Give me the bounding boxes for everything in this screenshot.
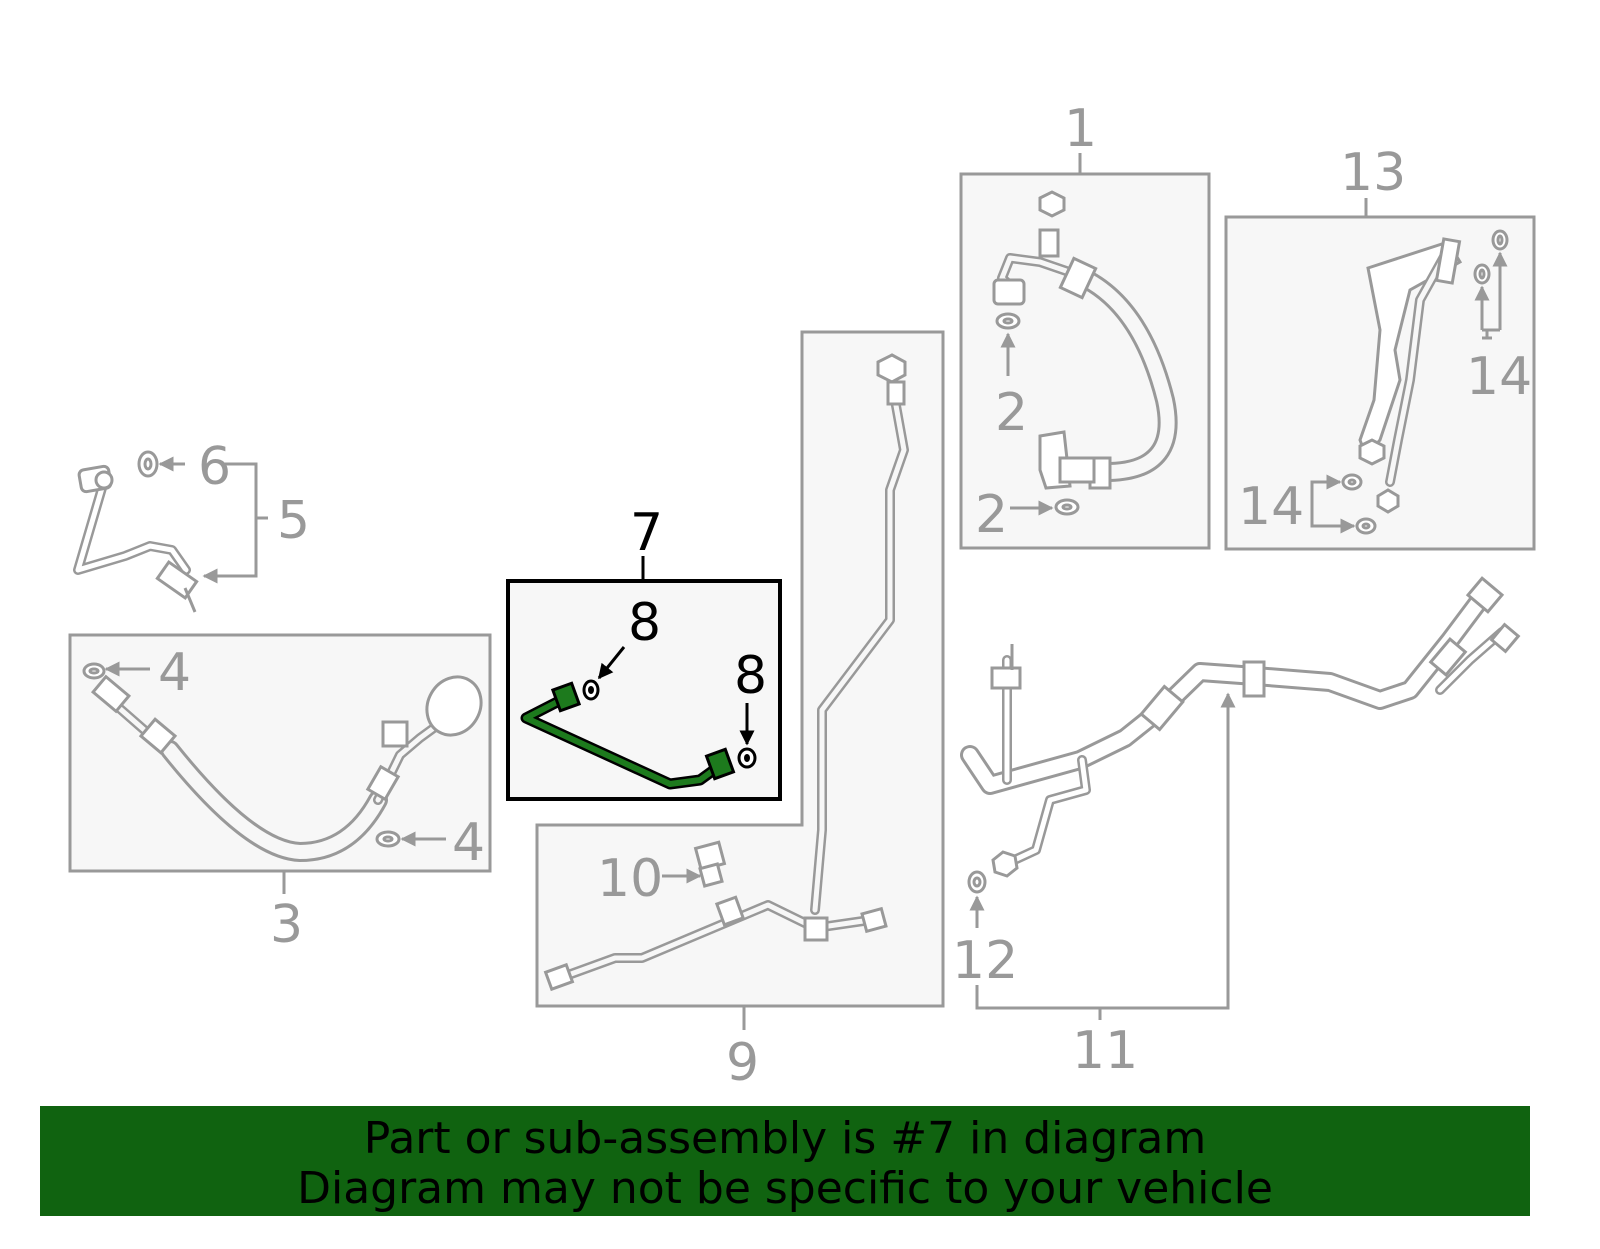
part-5-group[interactable]	[73, 450, 199, 613]
callout-13: 13	[1340, 143, 1406, 203]
part-13-group[interactable]	[1224, 215, 1536, 551]
callout-4a: 4	[158, 643, 191, 703]
callout-9: 9	[726, 1033, 759, 1093]
callout-8b: 8	[734, 646, 767, 706]
callout-2a: 2	[995, 383, 1028, 443]
callout-8a: 8	[628, 593, 661, 653]
arrow-8a	[597, 646, 626, 680]
callout-4b: 4	[452, 813, 485, 873]
callout-14a: 14	[1466, 347, 1532, 407]
bracket-5	[202, 462, 258, 584]
callout-5: 5	[277, 491, 310, 551]
part-9-group[interactable]	[535, 330, 945, 1008]
callout-2b: 2	[975, 485, 1008, 545]
part-7-group[interactable]	[506, 579, 782, 801]
callout-6: 6	[198, 437, 231, 497]
bracket-11	[975, 692, 1236, 1010]
callout-7: 7	[630, 503, 663, 563]
callout-1: 1	[1064, 99, 1097, 159]
callout-11: 11	[1072, 1021, 1138, 1081]
callout-12: 12	[952, 931, 1018, 991]
part-7-fitting-right	[704, 747, 736, 781]
part-11-group[interactable]	[960, 576, 1521, 894]
part-1-group[interactable]	[959, 172, 1211, 550]
part-info-banner: Part or sub-assembly is #7 in diagram Di…	[40, 1106, 1530, 1216]
part-7-fitting-left	[550, 681, 582, 713]
callout-10: 10	[597, 849, 663, 909]
banner-line-1: Part or sub-assembly is #7 in diagram	[363, 1113, 1207, 1164]
part-3-group[interactable]	[68, 633, 492, 873]
banner-line-2: Diagram may not be specific to your vehi…	[297, 1163, 1273, 1214]
callout-14b: 14	[1238, 477, 1304, 537]
callout-3: 3	[270, 895, 303, 955]
